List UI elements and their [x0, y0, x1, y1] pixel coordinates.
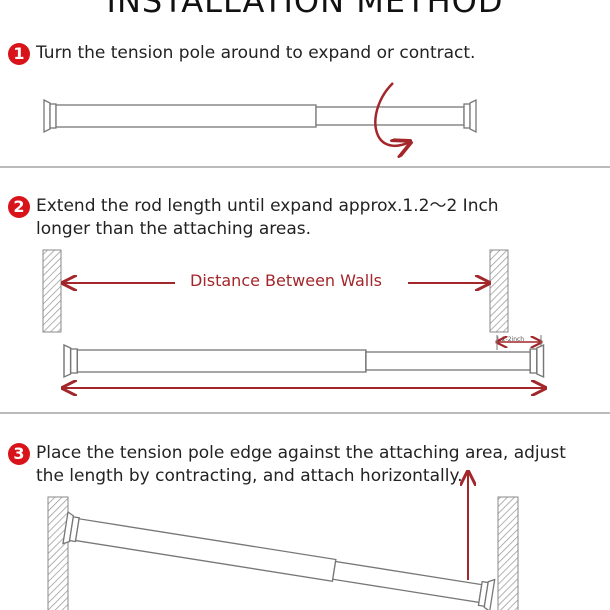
extended-pole — [63, 344, 545, 378]
step-text: Turn the tension pole around to expand o… — [36, 43, 476, 63]
tension-pole — [43, 99, 477, 133]
step-1: 1 Turn the tension pole around to expand… — [8, 42, 475, 65]
right-wall — [489, 249, 509, 333]
distance-label: Distance Between Walls — [190, 271, 382, 290]
step-number-badge: 3 — [8, 443, 30, 465]
tilted-pole — [62, 511, 496, 610]
step-2: 2 Extend the rod length until expand app… — [8, 195, 548, 241]
step-text: Extend the rod length until expand appro… — [36, 196, 499, 239]
step-number-badge: 1 — [8, 43, 30, 65]
divider — [0, 412, 610, 414]
rotate-arrow-icon — [374, 82, 410, 146]
step-3: 3 Place the tension pole edge against th… — [8, 442, 598, 488]
left-wall — [42, 249, 62, 333]
right-wall — [497, 496, 519, 610]
left-wall — [47, 496, 69, 610]
page-title: INSTALLATION METHOD — [106, 0, 504, 20]
divider — [0, 166, 610, 168]
step-text: Place the tension pole edge against the … — [36, 443, 566, 486]
step-number-badge: 2 — [8, 196, 30, 218]
